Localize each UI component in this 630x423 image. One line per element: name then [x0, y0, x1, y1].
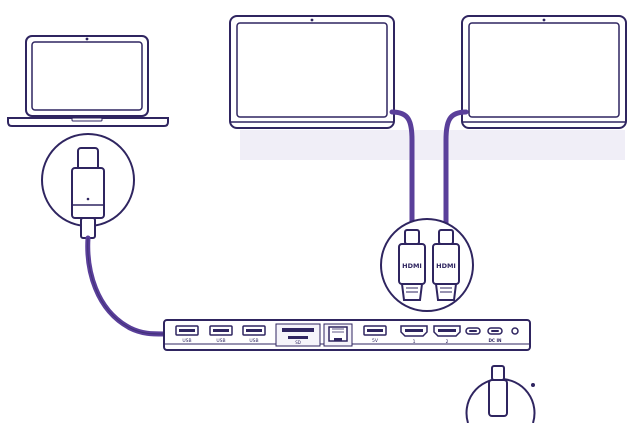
dc-in-port: DC IN: [487, 327, 503, 343]
monitor-left-screen: [236, 22, 388, 118]
power-plug-body: [488, 379, 508, 417]
dock-led: [511, 327, 519, 335]
hdmi-cable-left: [389, 109, 415, 235]
sd-card-slot: SD: [275, 323, 321, 347]
laptop-camera: [85, 37, 89, 41]
hdmi-cable-right: [443, 109, 469, 235]
hdmi-port-1-label: 1: [413, 339, 416, 345]
laptop-icon: [7, 35, 169, 127]
laptop-trackpad-notch: [71, 117, 103, 122]
laptop-screen: [31, 41, 143, 111]
dc-in-label: DC IN: [488, 338, 502, 343]
hdmi-port-1: 1: [400, 325, 428, 345]
usb-port-4-label: 5V: [372, 338, 379, 344]
hdmi-right-label: HDMI: [436, 262, 456, 270]
usb-a-port-1: USB: [175, 325, 199, 344]
usb-a-port-4: 5V: [363, 325, 387, 344]
usb-c-plug-icon: [41, 133, 135, 239]
usb-a-port-2: USB: [209, 325, 233, 344]
monitor-desk: [240, 130, 625, 160]
power-plug-tip: [491, 365, 505, 381]
power-plug-icon: [465, 365, 536, 423]
usb-c-plug-body: [71, 167, 105, 219]
monitor-icon: [461, 15, 627, 129]
sd-slot-label: SD: [295, 340, 301, 345]
hdmi-port-2-label: 2: [446, 339, 449, 345]
usb-c-connector-tip: [77, 147, 99, 171]
usb-port-2-label: USB: [216, 338, 225, 344]
hdmi-left-label: HDMI: [402, 262, 422, 270]
usb-c-port: [465, 327, 481, 335]
usb-c-strain-relief: [80, 217, 96, 239]
hdmi-port-2: 2: [433, 325, 461, 345]
usb-port-3-label: USB: [249, 338, 258, 344]
laptop-base: [7, 117, 169, 127]
hdmi-plug-icon: HDMI HDMI: [380, 218, 474, 312]
ethernet-port: [323, 323, 353, 347]
usb-c-cable: [85, 235, 167, 337]
usb-a-port-3: USB: [242, 325, 266, 344]
docking-station-icon: USB USB USB SD 5V: [163, 319, 531, 351]
monitor-right-screen: [468, 22, 620, 118]
monitor-icon: [229, 15, 395, 129]
usb-port-1-label: USB: [182, 338, 191, 344]
